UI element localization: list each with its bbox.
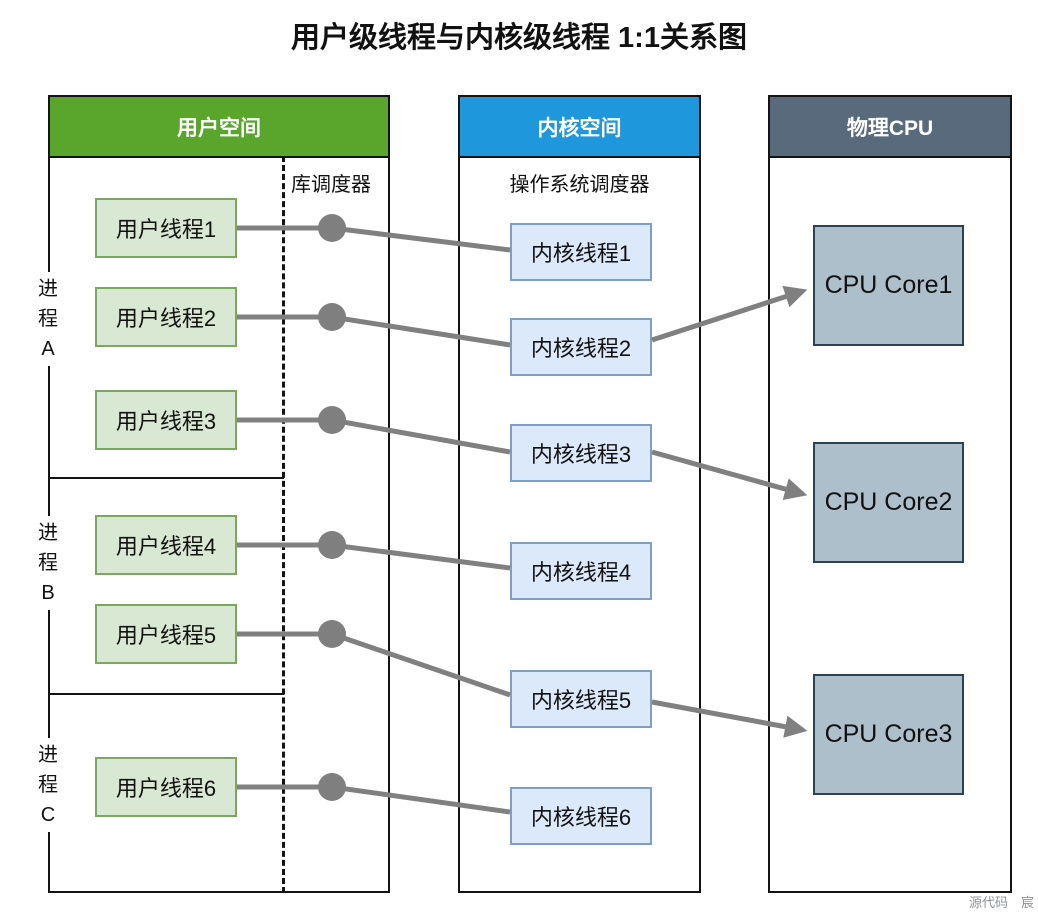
user-thread-2: 用户线程2 [95,287,237,347]
cpu-core-3-label: CPU Core3 [824,720,953,748]
kernel-space-header-label: 内核空间 [537,116,622,140]
cpu-core-2: CPU Core2 [813,442,964,563]
page-title: 用户级线程与内核级线程 1:1关系图 [291,22,747,54]
os-scheduler-label: 操作系统调度器 [509,174,650,196]
user-thread-5: 用户线程5 [95,604,237,664]
user-space-header: 用户空间 [50,97,388,158]
kernel-thread-5: 内核线程5 [510,670,652,728]
user-thread-3: 用户线程3 [95,390,237,450]
kernel-thread-2-label: 内核线程2 [530,336,632,361]
kernel-thread-1-label: 内核线程1 [530,241,632,266]
kernel-thread-4: 内核线程4 [510,542,652,600]
physical-cpu-header-label: 物理CPU [846,116,934,140]
watermark: 源代码 宸 [968,895,1034,910]
user-thread-6: 用户线程6 [95,757,237,817]
process-label-c: 进程C [35,738,61,832]
user-thread-1-label: 用户线程1 [115,217,217,242]
kernel-thread-4-label: 内核线程4 [530,560,632,585]
kernel-thread-1: 内核线程1 [510,223,652,281]
kernel-thread-3: 内核线程3 [510,424,652,482]
cpu-core-2-label: CPU Core2 [824,488,953,516]
process-label-b: 进程B [35,516,61,610]
kernel-space-header: 内核空间 [460,97,699,158]
user-thread-1: 用户线程1 [95,198,237,258]
user-space-header-label: 用户空间 [177,116,261,140]
user-thread-4: 用户线程4 [95,515,237,575]
user-thread-4-label: 用户线程4 [115,534,217,559]
process-label-a: 进程A [35,272,61,366]
kernel-thread-6-label: 内核线程6 [530,805,632,830]
kernel-thread-6: 内核线程6 [510,787,652,845]
process-divider-a-b [48,477,284,479]
library-scheduler-separator [282,156,285,893]
user-thread-3-label: 用户线程3 [115,409,217,434]
kernel-thread-3-label: 内核线程3 [530,442,632,467]
cpu-core-3: CPU Core3 [813,674,964,795]
process-divider-b-c [48,693,284,695]
cpu-core-1-label: CPU Core1 [824,271,953,299]
kernel-thread-2: 内核线程2 [510,318,652,376]
physical-cpu-header: 物理CPU [770,97,1010,158]
kernel-thread-5-label: 内核线程5 [530,688,632,713]
library-scheduler-label: 库调度器 [291,174,371,196]
kernel-space-column: 内核空间 [458,95,701,893]
cpu-core-1: CPU Core1 [813,225,964,346]
user-thread-6-label: 用户线程6 [115,776,217,801]
user-thread-5-label: 用户线程5 [115,623,217,648]
user-thread-2-label: 用户线程2 [115,306,217,331]
